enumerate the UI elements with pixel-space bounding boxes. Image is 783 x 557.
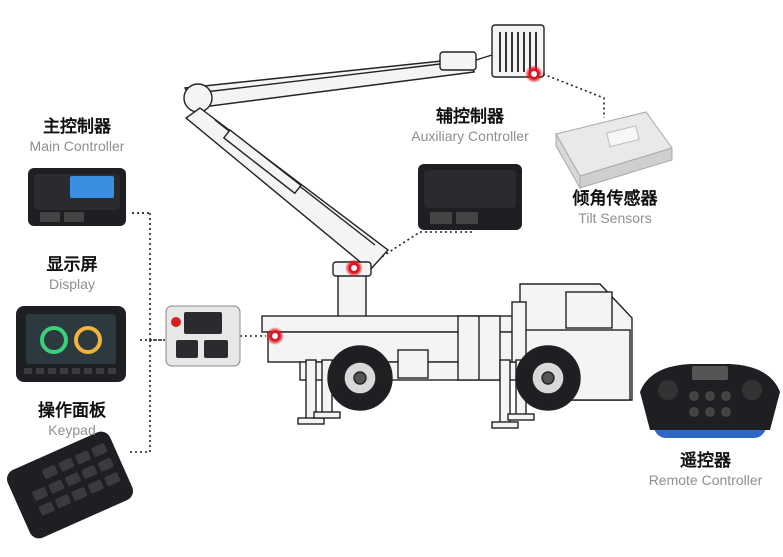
label-tilt-sensors-cn: 倾角传感器: [572, 189, 658, 209]
label-auxiliary-controller: 辅控制器 Auxiliary Controller: [395, 107, 545, 144]
label-remote-controller: 遥控器 Remote Controller: [633, 451, 778, 488]
keypad-device: [6, 431, 134, 539]
label-main-controller-en: Main Controller: [29, 137, 125, 154]
label-remote-controller-cn: 遥控器: [680, 451, 731, 471]
label-auxiliary-controller-en: Auxiliary Controller: [411, 127, 529, 144]
label-display: 显示屏 Display: [22, 255, 122, 292]
label-main-controller-cn: 主控制器: [43, 117, 111, 137]
label-tilt-sensors-en: Tilt Sensors: [578, 209, 652, 226]
remote-controller-device: [640, 364, 780, 438]
connector-tilt-sensor: [542, 73, 605, 118]
label-keypad: 操作面板 Keypad: [22, 401, 122, 438]
auxiliary-controller-device: [418, 164, 522, 230]
label-display-en: Display: [49, 275, 95, 292]
aerial-truck-illustration: [183, 24, 633, 429]
sensor-markers: [266, 65, 543, 345]
label-tilt-sensors: 倾角传感器 Tilt Sensors: [555, 189, 675, 226]
connector-display-to-hub: [149, 213, 165, 341]
main-controller-device: [28, 168, 126, 226]
label-display-cn: 显示屏: [46, 255, 98, 275]
tilt-sensor-device: [555, 111, 673, 190]
connector-keypad: [130, 340, 151, 453]
display-device: [16, 306, 126, 382]
label-keypad-cn: 操作面板: [38, 401, 106, 421]
label-main-controller: 主控制器 Main Controller: [22, 117, 132, 154]
label-remote-controller-en: Remote Controller: [648, 471, 763, 488]
label-keypad-en: Keypad: [48, 421, 96, 438]
central-control-panel: [165, 305, 241, 367]
connector-aux-controller: [379, 231, 472, 259]
label-auxiliary-controller-cn: 辅控制器: [436, 107, 504, 127]
connector-lines: [130, 73, 605, 453]
